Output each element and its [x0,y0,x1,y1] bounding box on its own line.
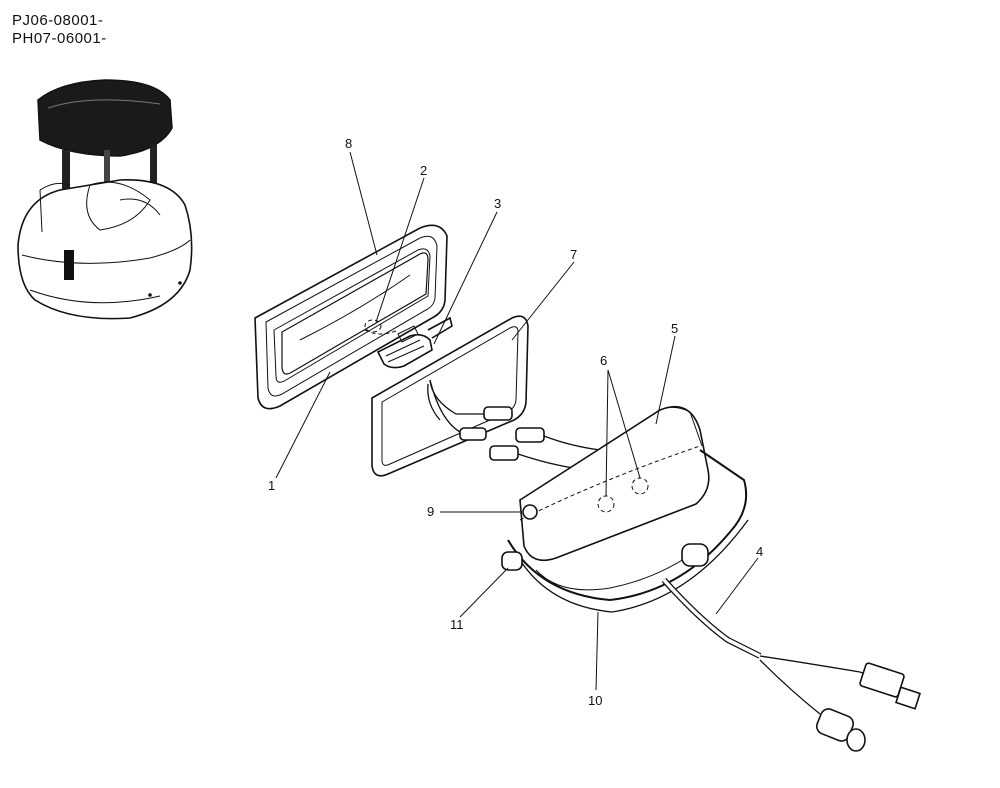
part-1-lens-reflector [281,252,429,375]
callout-6: 6 [600,353,607,368]
serial-ranges: PJ06-08001- PH07-06001- [12,12,107,48]
callout-7: 7 [570,247,577,262]
serial-range-2: PH07-06001- [12,30,107,47]
wire-leads [427,379,601,471]
callout-2: 2 [420,163,427,178]
part-7-gasket [371,315,529,477]
part-3-bulb-clip [376,316,453,369]
callout-10: 10 [588,693,602,708]
callout-8: 8 [345,136,352,151]
callout-3: 3 [494,196,501,211]
part-2-bulb [364,319,399,335]
callout-5: 5 [671,321,678,336]
part-5-lamp-housing [519,405,710,562]
machine-locator-illustration [17,79,193,320]
serial-range-1: PJ06-08001- [12,12,104,29]
callout-9: 9 [427,504,434,519]
callout-11: 11 [450,617,464,632]
part-4-harness [661,577,921,752]
leader-lines [275,151,759,691]
callout-1: 1 [268,478,275,493]
callout-4: 4 [756,544,763,559]
part-10-bracket [501,449,749,613]
